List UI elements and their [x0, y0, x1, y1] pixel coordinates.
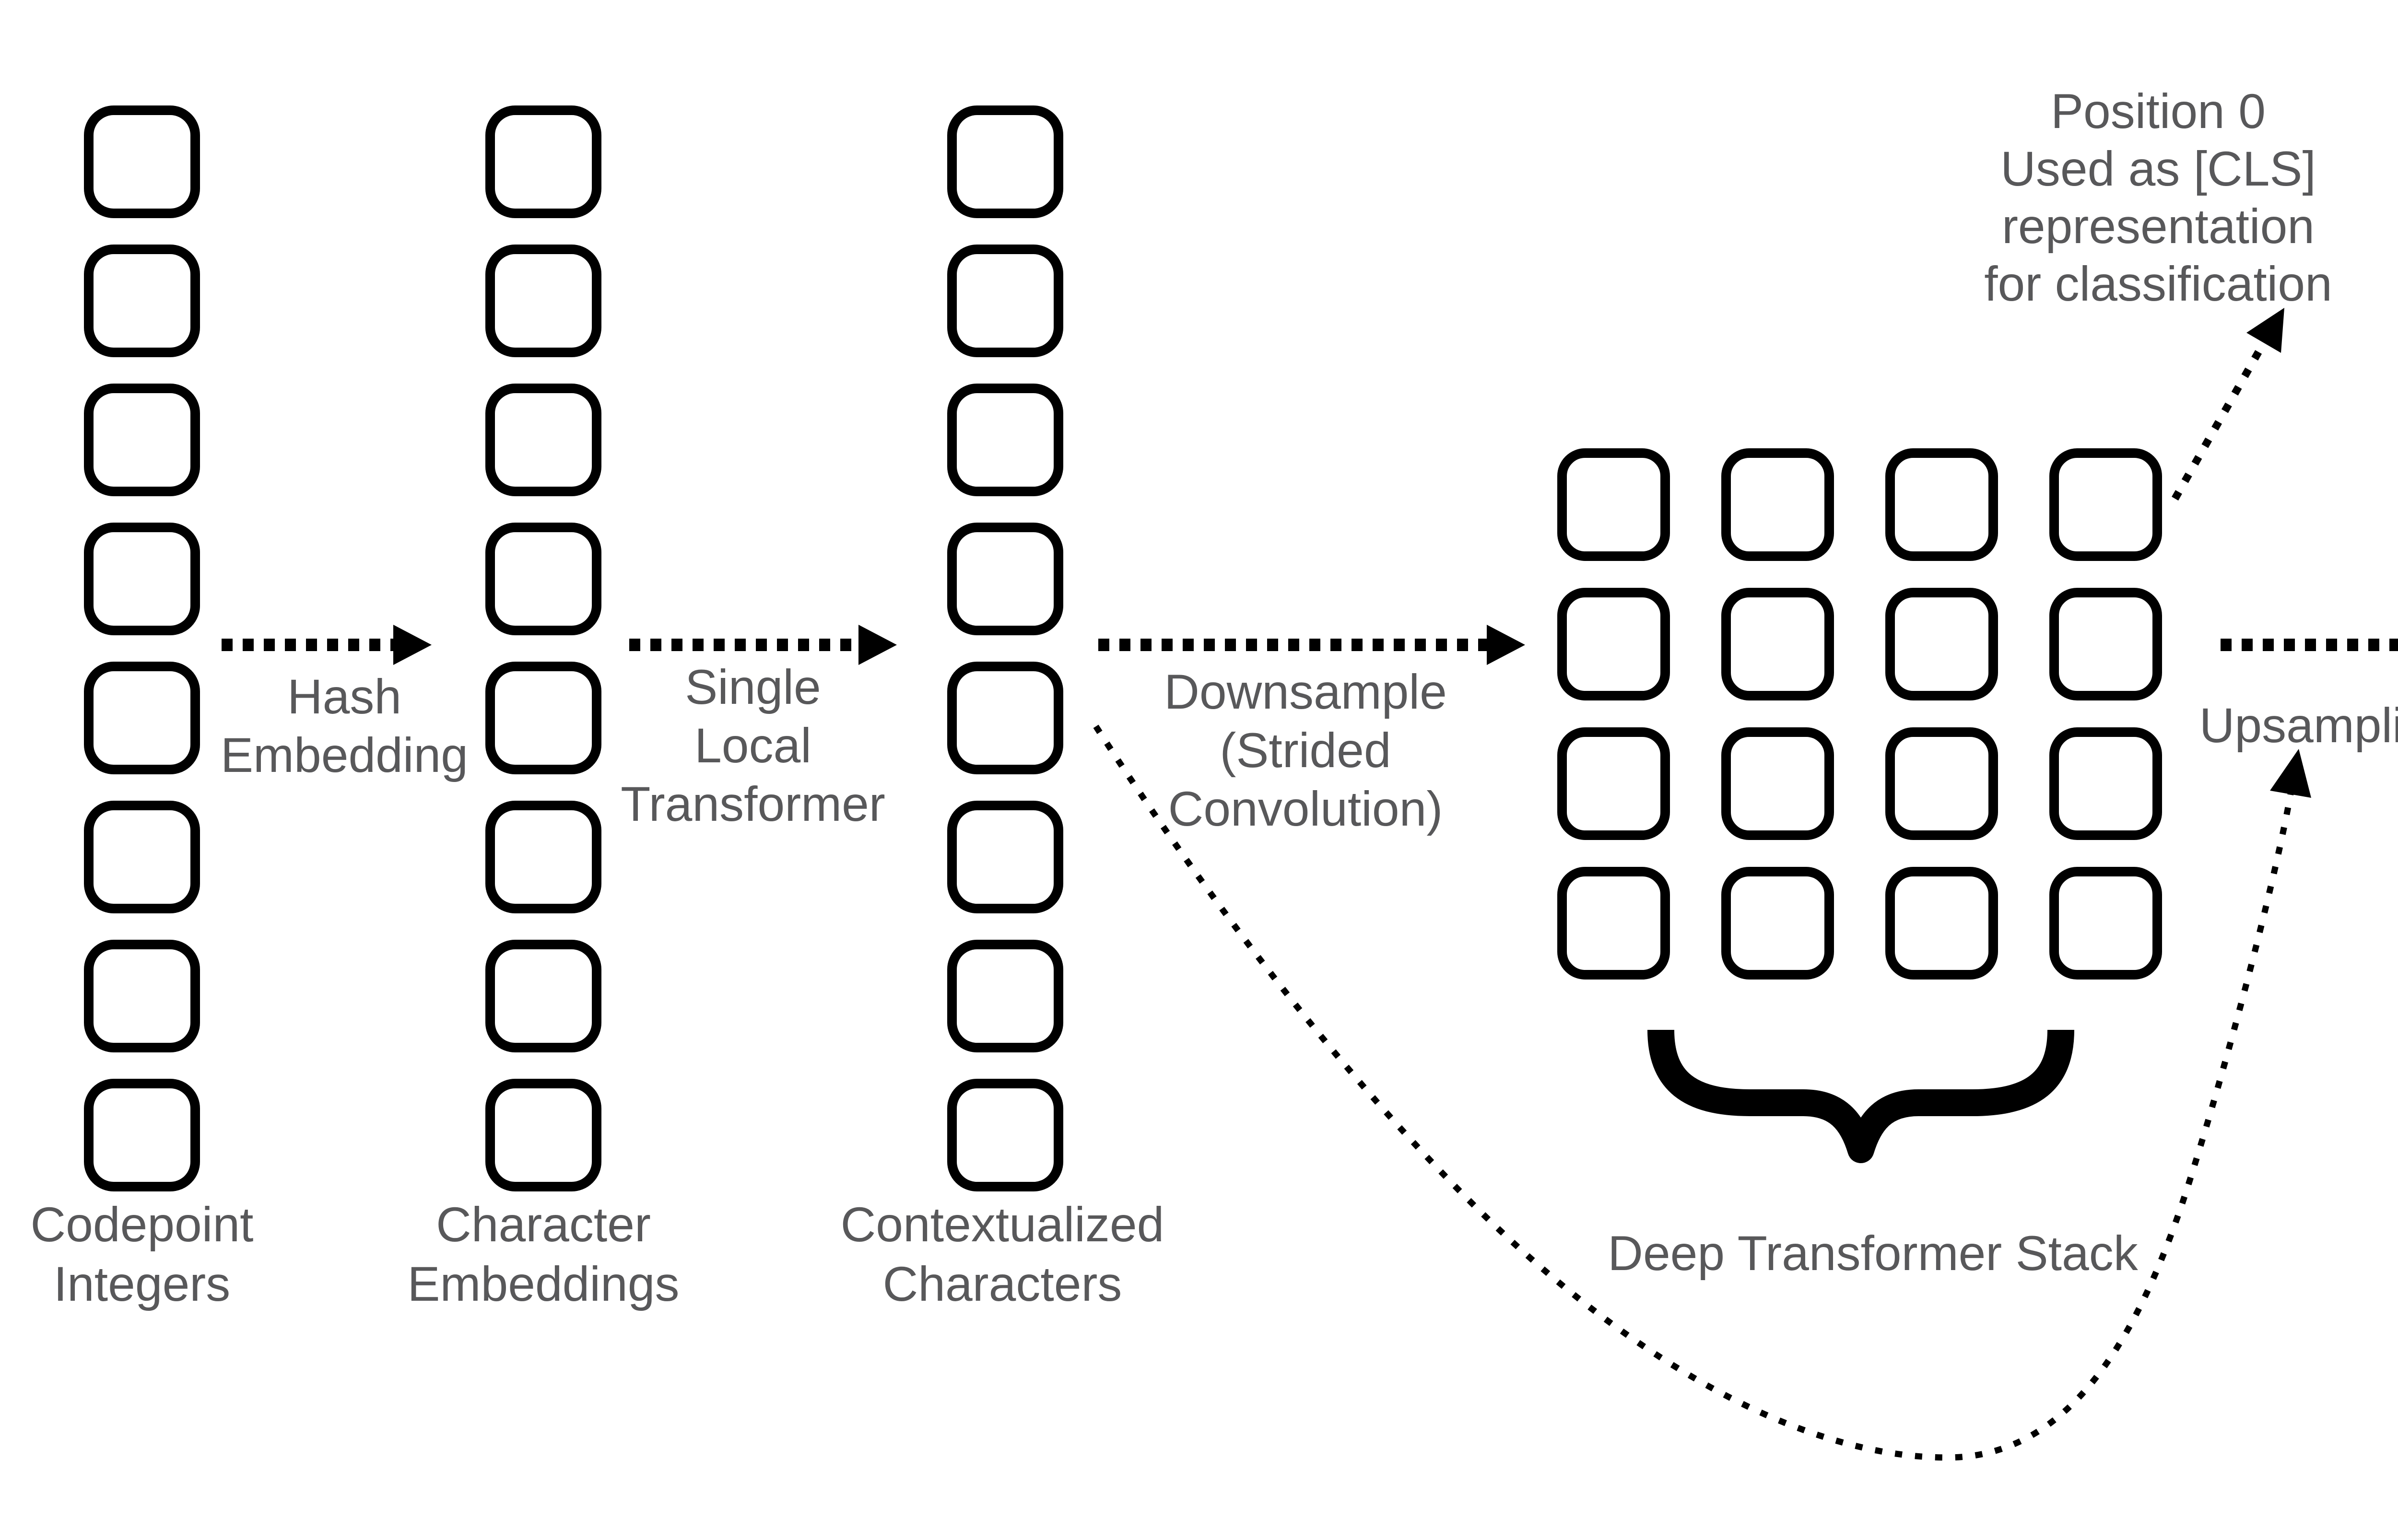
deep-transformer-stack-grid-cell [1721, 448, 1834, 561]
arrow-label-downsample: Downsample (Strided Convolution) [1164, 665, 1447, 836]
arrow-skip-to-upsampling-head [2270, 749, 2311, 798]
deep-transformer-stack-grid-cell [2049, 448, 2162, 561]
arrow-label-upsampling: Upsampling [2199, 698, 2398, 753]
arrow-to-cls [2172, 341, 2267, 501]
column-label-character-embeddings: Character Embeddings [407, 1197, 680, 1311]
column-character-embeddings-cell [485, 384, 601, 496]
column-codepoint-integers-cell [84, 105, 200, 218]
column-contextualized-characters-cell [947, 105, 1063, 218]
arrow-hash-embedding-head [393, 625, 432, 665]
column-contextualized-characters-cell [947, 940, 1063, 1052]
label-deep-transformer-stack: Deep Transformer Stack [1608, 1226, 2138, 1281]
column-contextualized-characters-cell [947, 523, 1063, 635]
column-codepoint-integers-cell [84, 940, 200, 1052]
column-codepoint-integers-cell [84, 245, 200, 357]
column-character-embeddings-cell [485, 940, 601, 1052]
deep-transformer-stack-grid-cell [1721, 727, 1834, 840]
column-contextualized-characters-cell [947, 801, 1063, 913]
deep-transformer-stack-grid-cell [1885, 448, 1998, 561]
deep-transformer-stack-grid-cell [1721, 588, 1834, 700]
deep-transformer-stack-grid-cell [1557, 727, 1670, 840]
arrow-skip-to-upsampling [1093, 724, 2294, 1461]
deep-transformer-stack-grid-cell [2049, 727, 2162, 840]
column-character-embeddings-cell [485, 105, 601, 218]
column-codepoint-integers-cell [84, 523, 200, 635]
column-codepoint-integers-cell [84, 662, 200, 774]
arrow-to-cls-head [2246, 308, 2284, 353]
arrow-label-hash-embedding: Hash Embedding [220, 669, 469, 782]
column-contextualized-characters-cell [947, 662, 1063, 774]
column-contextualized-characters-cell [947, 1079, 1063, 1191]
column-codepoint-integers-cell [84, 1079, 200, 1191]
column-character-embeddings-cell [485, 1079, 601, 1191]
column-codepoint-integers-cell [84, 801, 200, 913]
column-character-embeddings-cell [485, 801, 601, 913]
deep-transformer-stack-grid-cell [1557, 588, 1670, 700]
cls-note: Position 0 Used as [CLS] representation … [1984, 84, 2332, 311]
column-label-contextualized-characters: Contextualized Characters [840, 1197, 1164, 1311]
arrow-single-local-transformer-head [858, 625, 897, 665]
deep-transformer-stack-grid-cell [1721, 867, 1834, 980]
column-contextualized-characters-cell [947, 245, 1063, 357]
column-character-embeddings-cell [485, 523, 601, 635]
deep-transformer-stack-grid-cell [1557, 448, 1670, 561]
arrow-downsample-head [1487, 625, 1525, 665]
column-label-codepoint-integers: Codepoint Integers [30, 1197, 254, 1311]
underbrace [1647, 1029, 2074, 1163]
deep-transformer-stack-grid-cell [1885, 727, 1998, 840]
column-contextualized-characters-cell [947, 384, 1063, 496]
deep-transformer-stack-grid-cell [1885, 867, 1998, 980]
column-codepoint-integers-cell [84, 384, 200, 496]
column-character-embeddings-cell [485, 662, 601, 774]
deep-transformer-stack-grid-cell [2049, 588, 2162, 700]
column-character-embeddings-cell [485, 245, 601, 357]
arrow-label-single-local-transformer: Single Local Transformer [621, 660, 885, 831]
deep-transformer-stack-grid-cell [1557, 867, 1670, 980]
deep-transformer-stack-grid-cell [2049, 867, 2162, 980]
deep-transformer-stack-grid-cell [1885, 588, 1998, 700]
